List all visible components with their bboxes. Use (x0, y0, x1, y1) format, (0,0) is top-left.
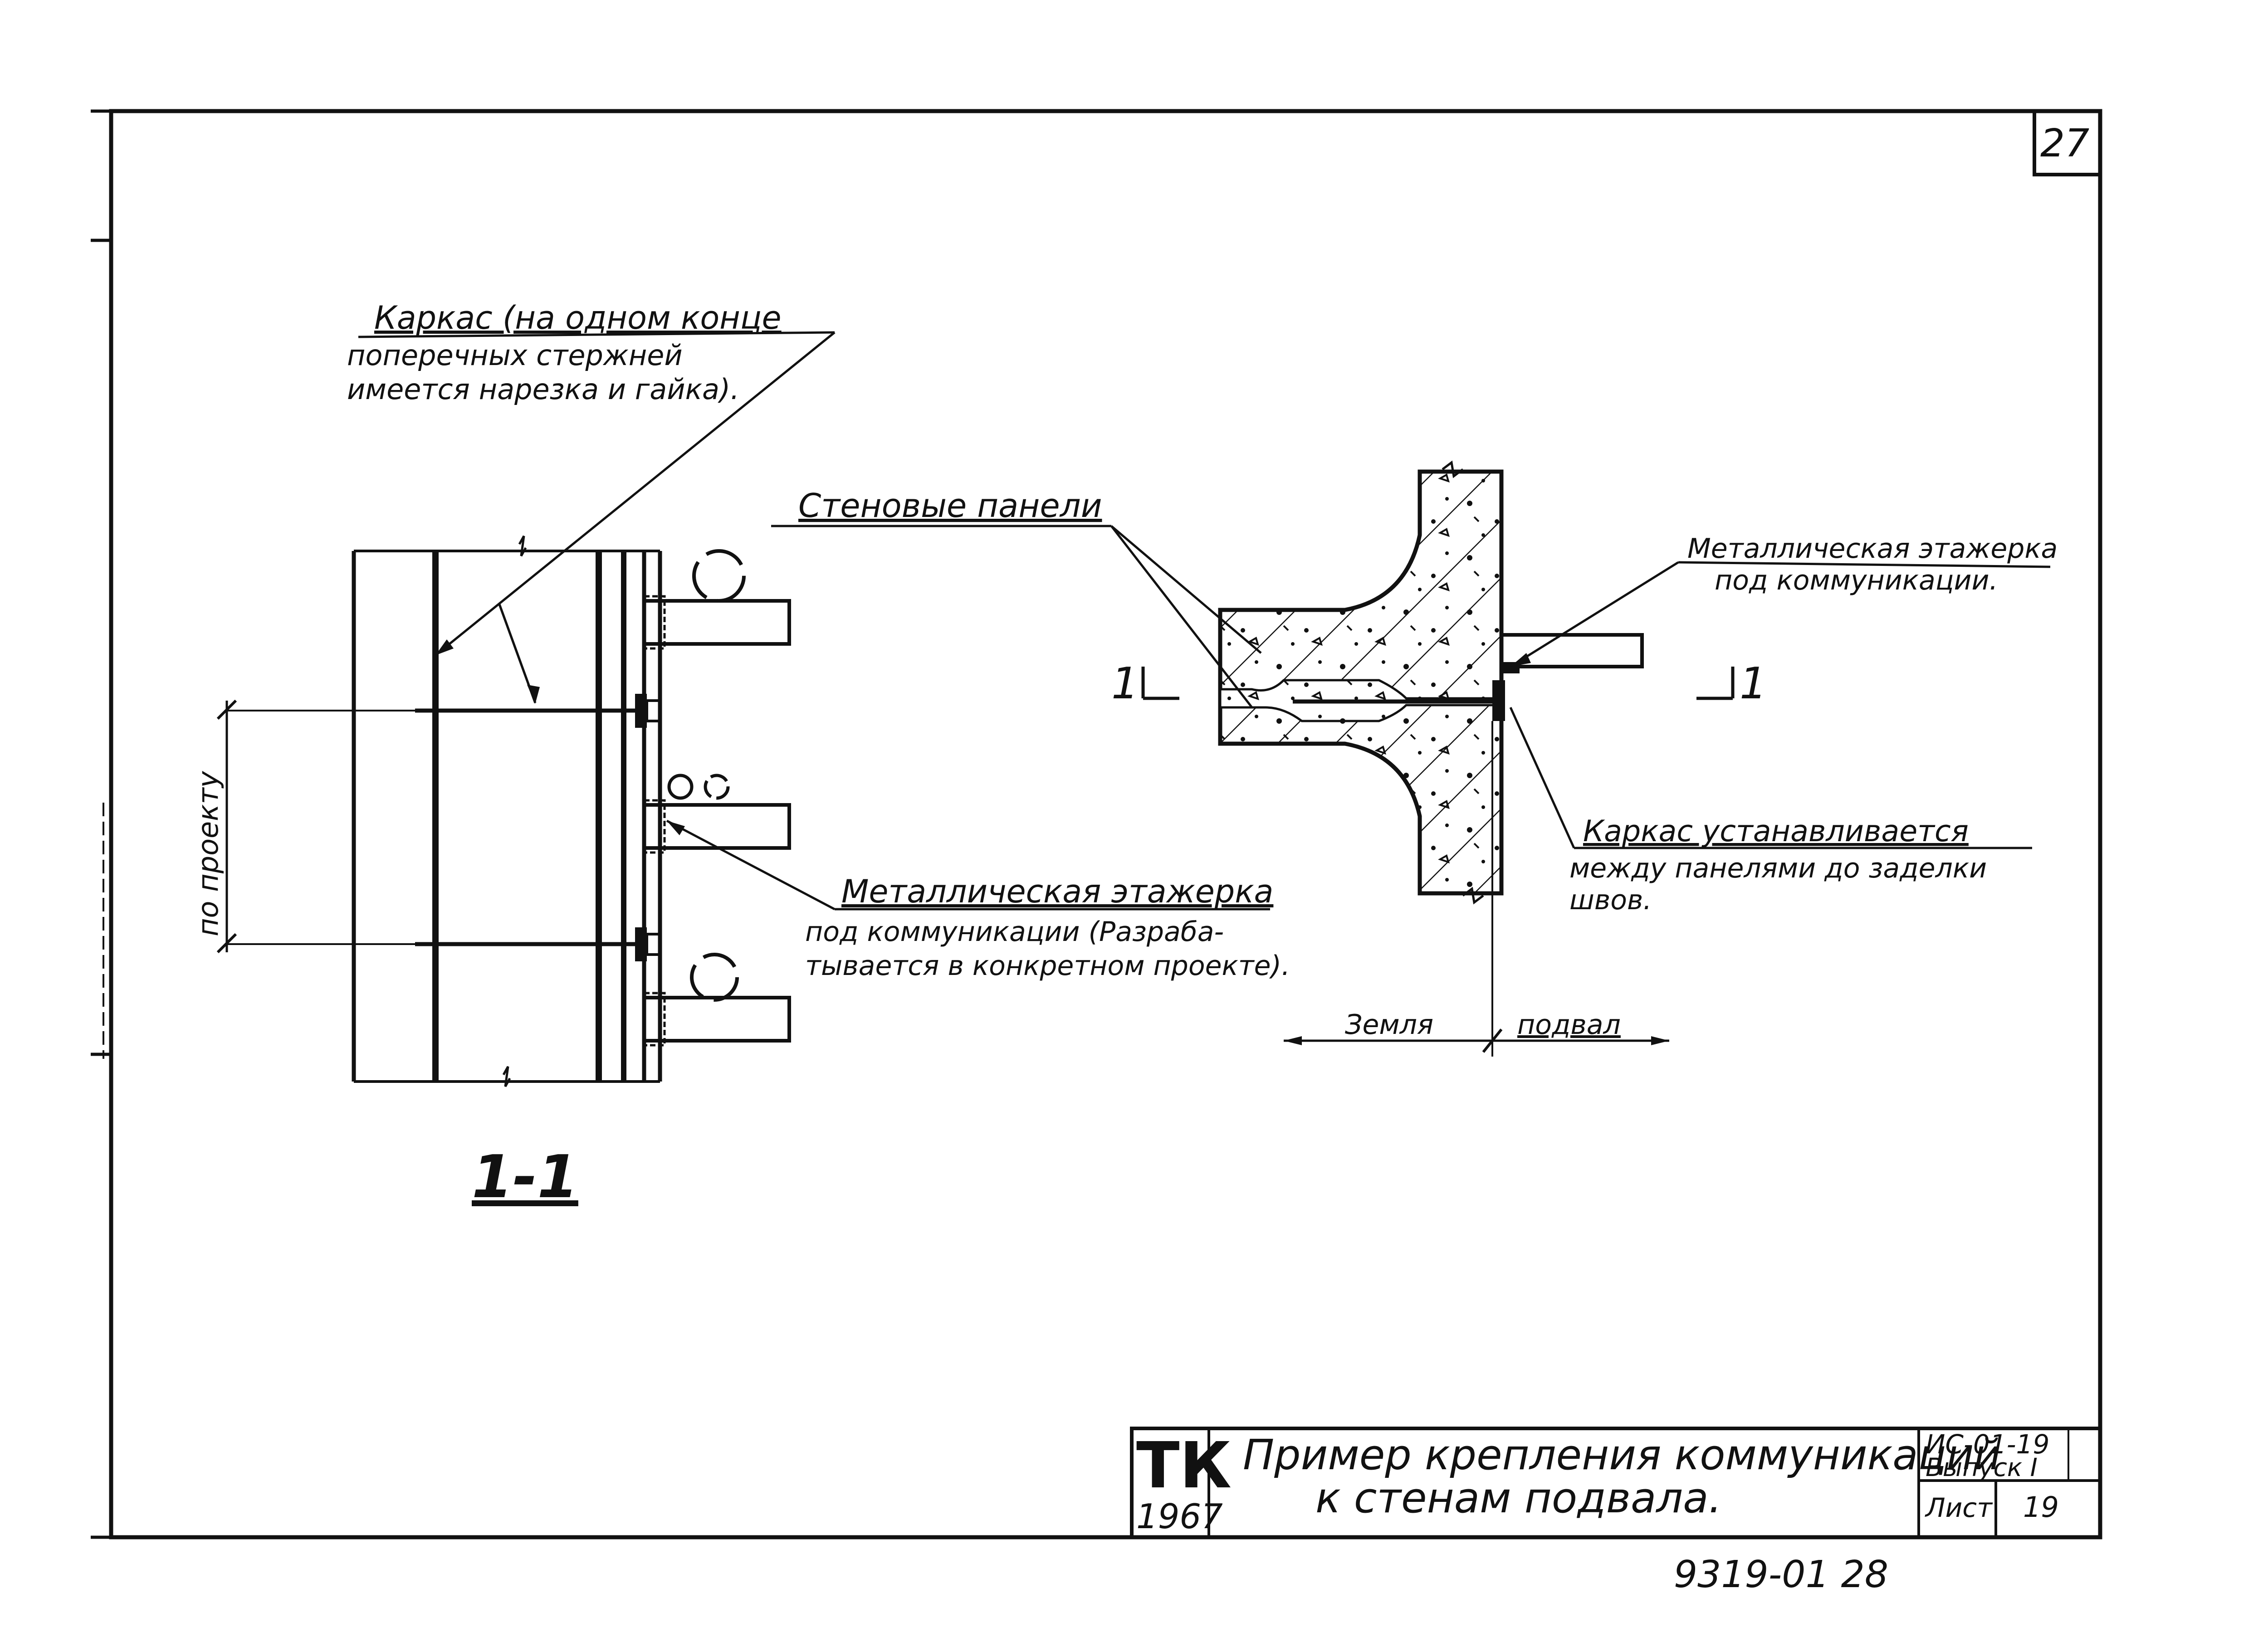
karkas-note: Каркас (на одном конце поперечных стержн… (347, 299, 782, 406)
etazherka-note-line-1: Металлическая этажерка (841, 873, 1273, 910)
karkas-note-line-1: Каркас (на одном конце (374, 299, 782, 336)
wall-detail-view: 1 1 Стеновые панели Металлическая этажер… (771, 460, 2058, 1057)
dimension-label: по проекту (191, 770, 225, 936)
karkas-note-line-3: имеется нарезка и гайка). (347, 373, 739, 406)
section-mark-right: 1 (1740, 659, 1767, 709)
wall-etazherka-note-line-1: Металлическая этажерка (1687, 533, 2058, 565)
ground-label: Земля (1345, 1009, 1433, 1041)
sheet-no: 19 (2023, 1491, 2059, 1524)
basement-label: подвал (1517, 1009, 1621, 1041)
section-1-1-view: по проекту Каркас (на одном конце попере… (191, 299, 1290, 1211)
sheet-label: Лист (1925, 1492, 1993, 1523)
karkas-note-line-2: поперечных стержней (347, 339, 683, 372)
sheet-number-box: 27 (2033, 109, 2102, 176)
etazherka-note: Металлическая этажерка под коммуникации … (805, 873, 1290, 982)
org-logo: ТК (1136, 1429, 1232, 1503)
etazherka-note-line-2: под коммуникации (Разраба- (805, 916, 1224, 948)
wall-etazherka-note-line-2: под коммуникации. (1715, 565, 1998, 596)
title-block: ТК 1967 Пример крепления коммуникаций к … (1130, 1427, 2102, 1539)
etazherka-note-line-3: тывается в конкретном проекте). (805, 950, 1290, 982)
sheet-frame (91, 109, 2102, 1540)
sheet-number: 27 (2040, 121, 2089, 166)
paneli-note: Стеновые панели (798, 487, 1102, 525)
wall-karkas-note-line-2: между панелями до заделки (1569, 853, 1987, 884)
title-line-1: Пример крепления коммуникаций (1243, 1431, 2001, 1479)
issue-label: Выпуск I (1926, 1453, 2038, 1482)
archive-stamp: 9319-01 28 (1674, 1553, 1888, 1596)
wall-karkas-note-line-3: швов. (1569, 884, 1652, 916)
wall-karkas-note-line-1: Каркас устанавливается (1583, 814, 1969, 848)
section-mark-left: 1 (1111, 659, 1139, 709)
title-year: 1967 (1136, 1496, 1223, 1536)
series-code: ИС-01-19 (1926, 1429, 2049, 1460)
section-label: 1-1 (472, 1142, 578, 1211)
title-line-2: к стенам подвала. (1315, 1474, 1722, 1522)
